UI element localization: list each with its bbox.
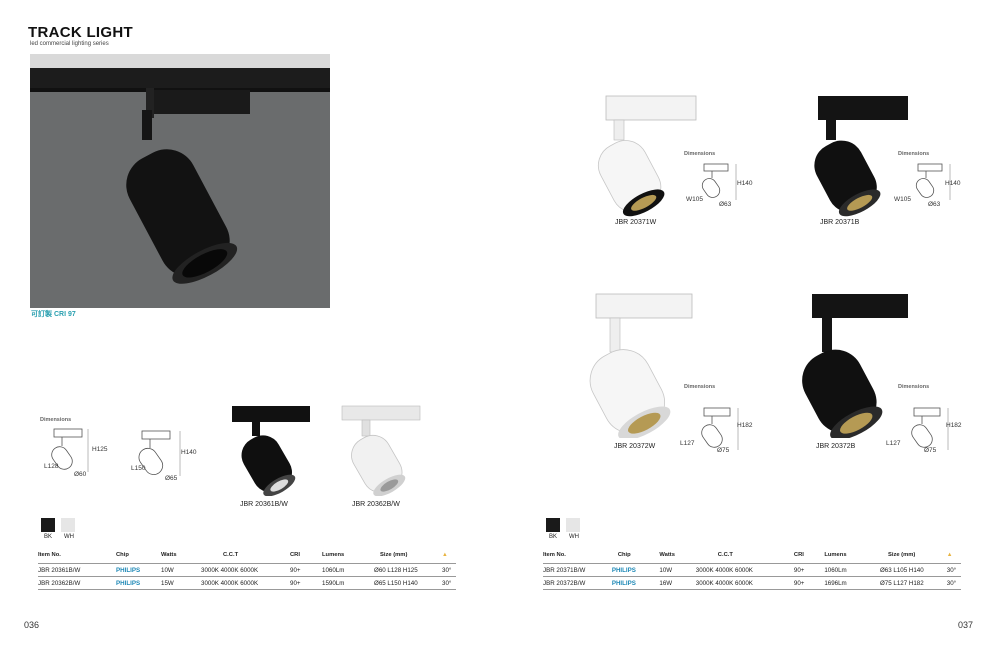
dim-d-20372b: Ø75	[924, 447, 937, 454]
dim-l-b: L150	[131, 465, 146, 472]
col-chip: Chip	[116, 551, 129, 558]
page-number-right: 037	[958, 620, 974, 630]
product-image-20362	[341, 405, 421, 496]
dimensions-label: Dimensions	[684, 151, 716, 157]
dim-d-20371w: Ø63	[719, 201, 732, 208]
dimension-drawing-20371w	[701, 163, 737, 200]
page-number-left: 036	[24, 620, 40, 630]
dim-d-b: Ø65	[165, 475, 178, 482]
col-item: Item No.	[543, 551, 566, 558]
dimension-drawing-b	[138, 430, 181, 476]
dim-h-a: H125	[92, 446, 108, 453]
swatch-white	[61, 518, 75, 532]
col-cct: C.C.T	[223, 551, 239, 558]
col-size: Size (mm)	[887, 551, 916, 558]
spec-table-left: Item No. Chip Watts C.C.T CRI Lumens Siz…	[38, 546, 456, 590]
swatch-label-bk: BK	[549, 534, 558, 540]
product-image-20371w	[597, 95, 697, 217]
dimensions-label: Dimensions	[898, 384, 930, 390]
dimension-drawing-20371b	[915, 163, 951, 200]
swatch-label-wh: WH	[569, 534, 579, 540]
dim-h-20371b: H140	[945, 180, 961, 187]
product-image-20372w	[589, 293, 693, 438]
dim-l-20372w: L127	[680, 440, 695, 447]
product-caption-20372b: JBR 20372B	[816, 443, 856, 450]
dimensions-label: Dimensions	[40, 417, 72, 423]
swatch-black	[41, 518, 55, 532]
swatch-label-bk: BK	[44, 534, 53, 540]
product-image-20361	[232, 406, 310, 496]
lamp-icon: ▲	[946, 551, 953, 558]
swatch-black	[546, 518, 560, 532]
product-caption-20372w: JBR 20372W	[614, 443, 656, 450]
table-header: Item No. Chip Watts C.C.T CRI Lumens Siz…	[543, 546, 961, 564]
product-caption-20362: JBR 20362B/W	[352, 501, 400, 508]
dimension-drawing-a	[51, 428, 89, 472]
dim-d-20371b: Ø63	[928, 201, 941, 208]
dim-l-a: L128	[44, 463, 59, 470]
hero-photo	[30, 54, 330, 308]
dimension-drawing-20372w	[701, 407, 739, 450]
dimension-drawing-20372b	[911, 407, 949, 450]
col-lumens: Lumens	[824, 551, 847, 558]
dim-w-20371w: W105	[686, 196, 703, 203]
dim-h-b: H140	[181, 449, 197, 456]
table-header: Item No. Chip Watts C.C.T CRI Lumens Siz…	[38, 546, 456, 564]
swatch-white	[566, 518, 580, 532]
swatch-label-wh: WH	[64, 534, 74, 540]
hero-caption: 可訂製 CRI 97	[31, 311, 76, 318]
dimensions-label: Dimensions	[684, 384, 716, 390]
col-item: Item No.	[38, 551, 61, 558]
dim-h-20371w: H140	[737, 180, 753, 187]
dim-d-a: Ø60	[74, 471, 87, 478]
page-title: TRACK LIGHT	[28, 24, 133, 41]
spec-table-right: Item No. Chip Watts C.C.T CRI Lumens Siz…	[543, 546, 961, 590]
dim-h-20372w: H182	[737, 422, 753, 429]
col-cri: CRI	[793, 551, 804, 558]
col-lumens: Lumens	[322, 551, 345, 558]
col-watts: Watts	[161, 551, 177, 558]
dim-l-20372b: L127	[886, 440, 901, 447]
product-caption-20371w: JBR 20371W	[615, 219, 657, 226]
col-size: Size (mm)	[380, 551, 408, 558]
col-chip: Chip	[617, 551, 631, 558]
col-cct: C.C.T	[717, 551, 733, 558]
dim-w-20371b: W105	[894, 196, 911, 203]
lamp-icon: ▲	[442, 551, 448, 558]
col-cri: CRI	[290, 551, 300, 558]
page-subtitle: led commercial lighting series	[30, 41, 109, 47]
dim-h-20372b: H182	[946, 422, 962, 429]
col-watts: Watts	[659, 551, 675, 558]
product-image-20372b	[802, 294, 908, 438]
product-caption-20371b: JBR 20371B	[820, 219, 860, 226]
dimensions-label: Dimensions	[898, 151, 930, 157]
dim-d-20372w: Ø75	[717, 447, 730, 454]
product-image-20371b	[814, 96, 908, 217]
product-caption-20361: JBR 20361B/W	[240, 501, 288, 508]
